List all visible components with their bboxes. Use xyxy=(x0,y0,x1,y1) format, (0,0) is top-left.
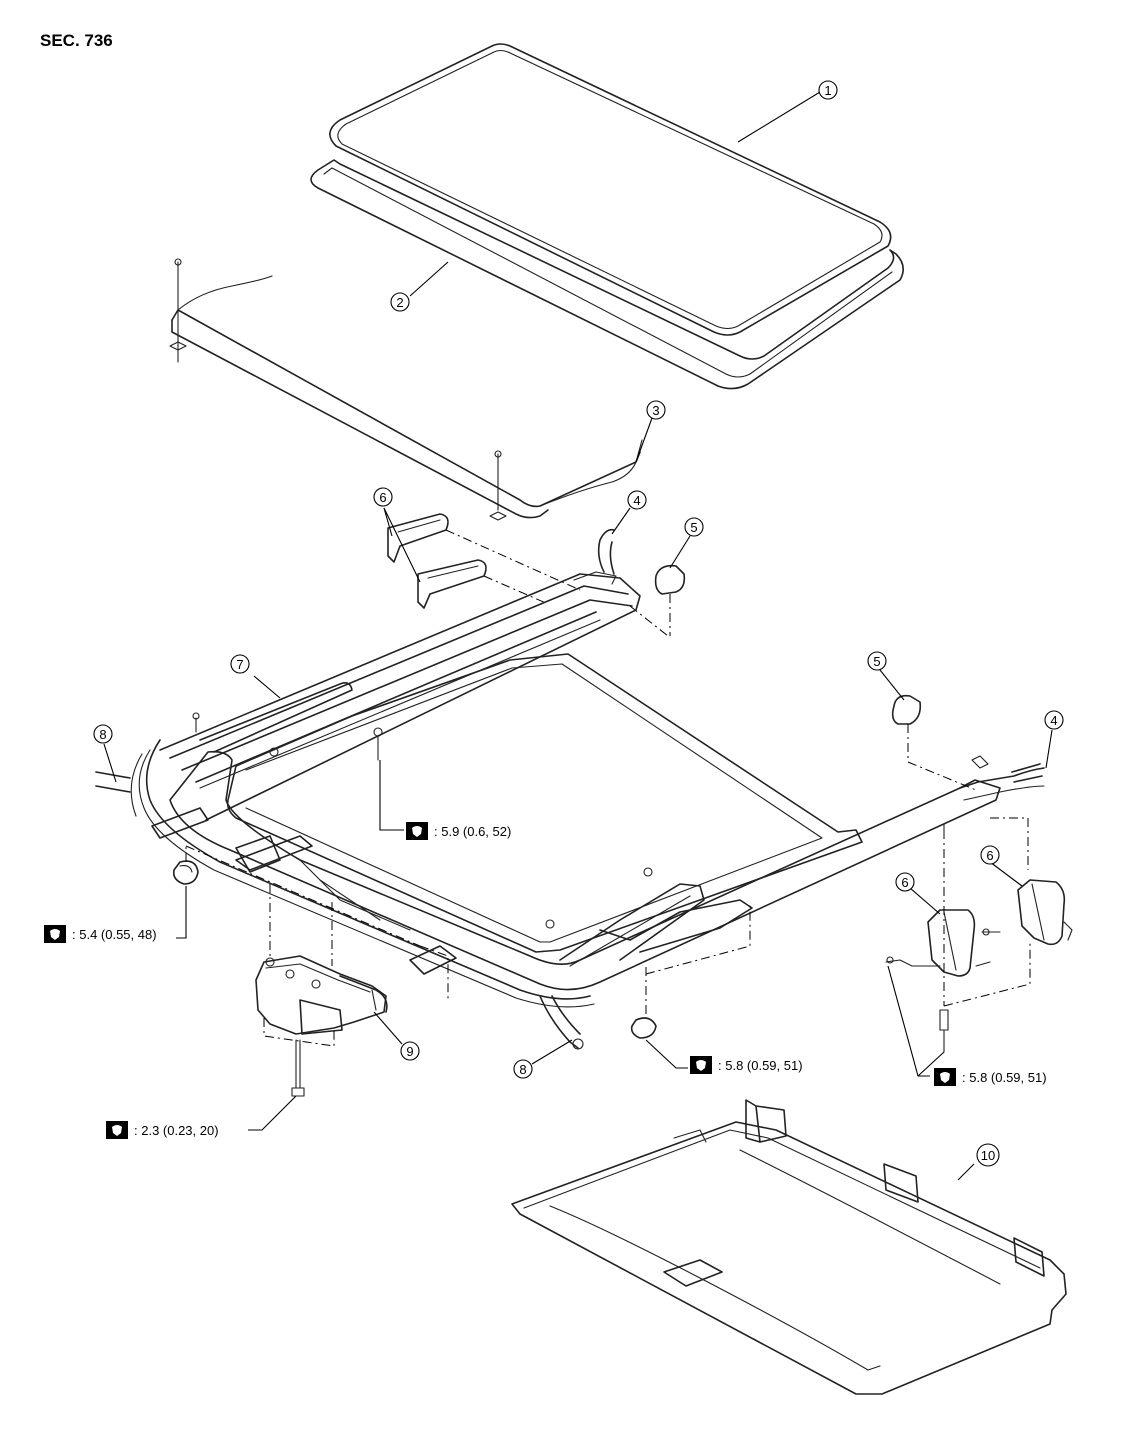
callout-4b: 4 xyxy=(1044,710,1064,730)
svg-text:10: 10 xyxy=(981,1148,995,1163)
callout-9: 9 xyxy=(400,1041,420,1061)
torque-spec-5: : 2.3 (0.23, 20) xyxy=(106,1121,219,1139)
callout-4a: 4 xyxy=(627,490,647,510)
svg-text:6: 6 xyxy=(901,875,908,890)
torque-spec-1: : 5.9 (0.6, 52) xyxy=(406,822,511,840)
callout-10: 10 xyxy=(976,1143,1000,1167)
callout-7: 7 xyxy=(230,654,250,674)
part-10-trim-panel xyxy=(511,1099,1067,1395)
callout-6a: 6 xyxy=(373,487,393,507)
bolt-motor xyxy=(291,1039,305,1097)
svg-text:: 5.4 (0.55, 48): : 5.4 (0.55, 48) xyxy=(72,927,157,942)
svg-text:: 5.9 (0.6, 52): : 5.9 (0.6, 52) xyxy=(434,824,511,839)
svg-text:: 5.8 (0.59, 51): : 5.8 (0.59, 51) xyxy=(962,1070,1047,1085)
torque-wrench-icon xyxy=(690,1056,712,1074)
section-label: SEC. 736 xyxy=(40,31,113,50)
torque-spec-4: : 5.8 (0.59, 51) xyxy=(934,1068,1047,1086)
svg-text:7: 7 xyxy=(236,657,243,672)
svg-text:4: 4 xyxy=(1050,713,1057,728)
callout-8b: 8 xyxy=(513,1059,533,1079)
part-9-motor xyxy=(255,955,388,1035)
part-7-main-frame xyxy=(130,571,1045,1008)
svg-text:9: 9 xyxy=(406,1044,413,1059)
part-6-brackets-top xyxy=(387,513,487,609)
leader-lines xyxy=(103,91,1053,1181)
bolt-right-lower xyxy=(939,1009,949,1053)
callout-3: 3 xyxy=(646,400,666,420)
svg-text:5: 5 xyxy=(690,520,697,535)
part-5-cap-lower xyxy=(891,694,922,725)
torque-wrench-icon xyxy=(406,822,428,840)
svg-text:4: 4 xyxy=(633,493,640,508)
svg-text:6: 6 xyxy=(379,490,386,505)
part-2-weatherstrip xyxy=(310,159,904,390)
torque-wrench-icon xyxy=(106,1121,128,1139)
part-8-drain-hoses xyxy=(95,771,584,1050)
callout-2: 2 xyxy=(390,292,410,312)
callout-5a: 5 xyxy=(684,517,704,537)
fasteners xyxy=(172,727,657,1039)
callout-5b: 5 xyxy=(867,651,887,671)
svg-text:2: 2 xyxy=(396,295,403,310)
part-3-frame xyxy=(169,258,643,521)
svg-text:1: 1 xyxy=(824,83,831,98)
part-6-brackets-right xyxy=(885,879,1073,977)
torque-wrench-icon xyxy=(44,925,66,943)
torque-spec-2: : 5.4 (0.55, 48) xyxy=(44,925,157,943)
part-5-cap-upper xyxy=(654,564,686,595)
callout-6c: 6 xyxy=(895,872,915,892)
svg-text:: 2.3 (0.23, 20): : 2.3 (0.23, 20) xyxy=(134,1123,219,1138)
callout-8a: 8 xyxy=(93,724,113,744)
svg-text:8: 8 xyxy=(519,1062,526,1077)
callout-1: 1 xyxy=(818,80,838,100)
callout-6b: 6 xyxy=(980,845,1000,865)
svg-text:8: 8 xyxy=(99,727,106,742)
svg-text:6: 6 xyxy=(986,848,993,863)
svg-text:: 5.8 (0.59, 51): : 5.8 (0.59, 51) xyxy=(718,1058,803,1073)
svg-text:3: 3 xyxy=(652,403,659,418)
torque-spec-3: : 5.8 (0.59, 51) xyxy=(690,1056,803,1074)
part-4-hoses xyxy=(597,528,1043,783)
torque-wrench-icon xyxy=(934,1068,956,1086)
part-1-glass-lid xyxy=(329,43,892,336)
svg-text:5: 5 xyxy=(873,654,880,669)
